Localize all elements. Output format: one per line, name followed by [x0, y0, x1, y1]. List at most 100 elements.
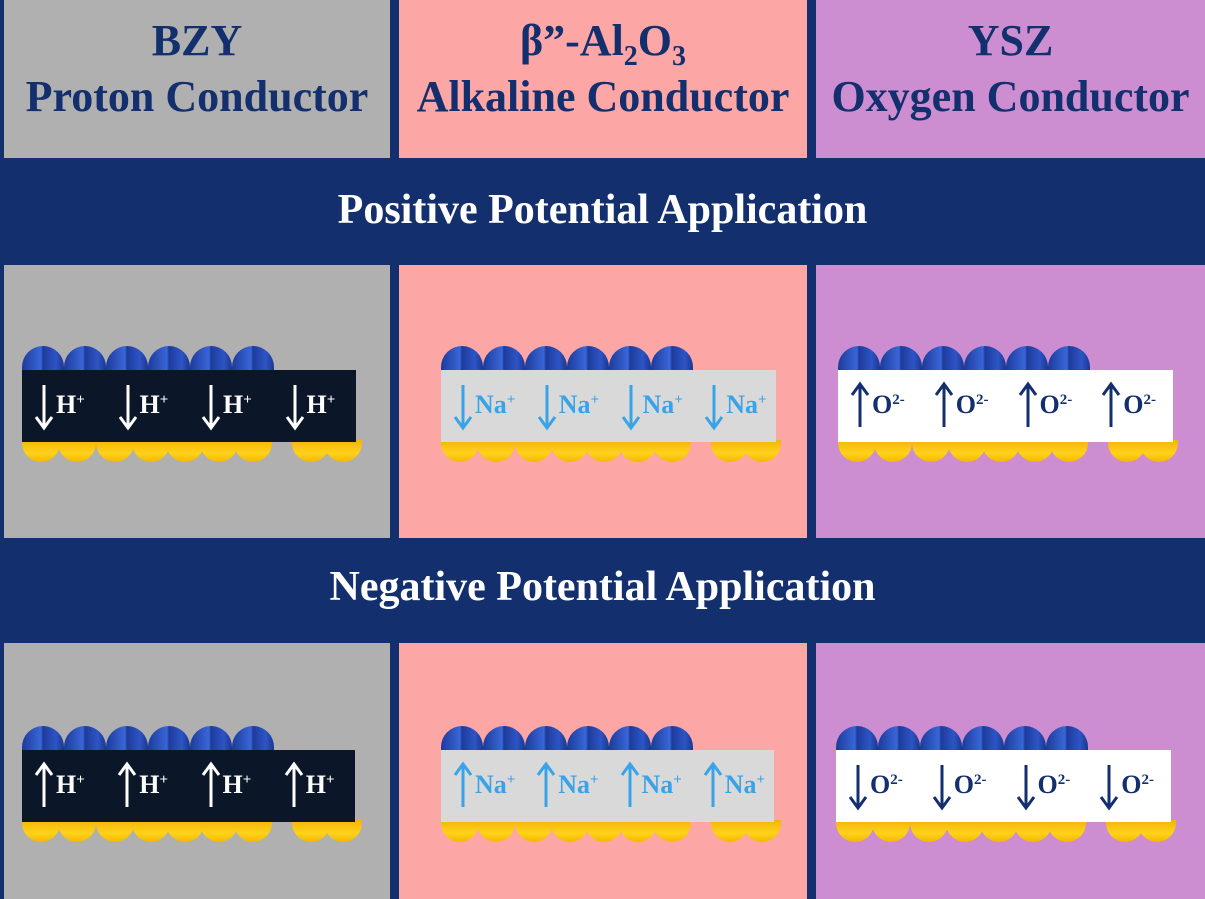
- cathode-particle: [1048, 820, 1086, 842]
- ion-symbol: Na: [475, 770, 507, 799]
- ion-down-arrow: [285, 385, 304, 431]
- ion-symbol: Na: [726, 390, 759, 419]
- ion-label: H+: [223, 770, 252, 800]
- ion-up-arrow: [703, 761, 722, 807]
- ion-up-arrow: [1018, 381, 1037, 427]
- cathode-particle: [1014, 820, 1052, 842]
- ion-symbol: Na: [475, 390, 507, 419]
- ion-symbol: H: [56, 390, 77, 419]
- cathode-particle: [324, 440, 362, 462]
- ion-symbol: H: [305, 770, 326, 799]
- cathode-particle: [292, 820, 330, 842]
- bzy-desc: Proton Conductor: [25, 72, 369, 121]
- positive-band-title: Positive Potential Application: [337, 187, 868, 233]
- ion-label: Na+: [725, 770, 765, 800]
- ion-label: O2-: [1123, 390, 1156, 420]
- cathode-particle: [836, 820, 874, 842]
- alumina-name: β”-Al2O3: [519, 16, 687, 72]
- cathode-particle: [653, 440, 691, 462]
- cathode-particle: [982, 440, 1020, 462]
- ion-label: O2-: [1040, 390, 1073, 420]
- cathode-particle: [872, 820, 910, 842]
- cathode-particle: [1106, 820, 1144, 842]
- cathode-particle: [585, 820, 623, 842]
- cathode-particle: [292, 440, 330, 462]
- ion-symbol: O: [1121, 770, 1142, 799]
- ion-charge: +: [590, 392, 600, 408]
- cathode-particle: [980, 820, 1018, 842]
- cathode-particle: [946, 820, 984, 842]
- negative-bzy-cell: H+H+H+H+: [22, 726, 362, 856]
- cathode-particle: [711, 820, 749, 842]
- cathode-particle: [166, 440, 204, 462]
- ion-symbol: O: [1037, 770, 1058, 799]
- cathode-particle: [874, 440, 912, 462]
- ion-symbol: O: [870, 770, 891, 799]
- ion-up-arrow: [620, 761, 639, 807]
- ion-label: H+: [56, 770, 85, 800]
- ion-symbol: Na: [641, 770, 674, 799]
- ion-label: Na+: [726, 390, 766, 420]
- ion-charge: +: [673, 772, 682, 788]
- cathode-particle: [1138, 820, 1176, 842]
- header-ysz: YSZ Oxygen Conductor: [816, 0, 1205, 158]
- ion-up-arrow: [453, 761, 473, 807]
- ion-charge: +: [590, 772, 599, 788]
- ion-charge: +: [326, 392, 336, 408]
- electrolyte-layer: [441, 370, 776, 442]
- cathode-particle: [441, 820, 479, 842]
- ion-label: H+: [306, 770, 335, 800]
- ion-symbol: Na: [724, 770, 757, 799]
- cathode-particle: [515, 820, 553, 842]
- ion-charge: +: [506, 392, 516, 408]
- ion-charge: 2-: [1141, 772, 1154, 788]
- ion-label: O2-: [872, 390, 905, 420]
- ion-up-arrow: [850, 381, 870, 427]
- ion-up-arrow: [201, 761, 220, 807]
- ion-label: H+: [223, 390, 252, 420]
- cathode-particle: [234, 440, 272, 462]
- ion-down-arrow: [1100, 765, 1119, 811]
- header-alumina: β”-Al2O3 Alkaline Conductor: [399, 0, 807, 158]
- ion-label: Na+: [475, 390, 515, 420]
- cathode-particle: [515, 440, 553, 462]
- ion-label: H+: [140, 390, 169, 420]
- electrolyte-layer: [22, 370, 356, 442]
- ion-up-arrow: [537, 761, 556, 807]
- ion-symbol: O: [1123, 390, 1144, 419]
- positive-ysz-cell: O2-O2-O2-O2-: [838, 346, 1178, 476]
- negative-band-title: Negative Potential Application: [329, 564, 876, 610]
- cathode-particle: [910, 820, 948, 842]
- ion-label: Na+: [475, 770, 515, 800]
- cathode-particle: [743, 820, 781, 842]
- ion-down-arrow: [201, 385, 221, 431]
- ion-up-arrow: [934, 381, 953, 427]
- ysz-desc: Oxygen Conductor: [831, 72, 1190, 121]
- cathode-particle: [1016, 440, 1054, 462]
- ion-charge: 2-: [1059, 392, 1073, 408]
- ion-up-arrow: [1102, 381, 1121, 427]
- ion-label: O2-: [1038, 770, 1071, 800]
- cathode-particle: [96, 440, 134, 462]
- positive-alumina-cell: Na+Na+Na+Na+: [441, 346, 781, 476]
- ion-down-arrow: [537, 385, 556, 431]
- ion-down-arrow: [453, 385, 473, 431]
- cathode-particle: [200, 440, 238, 462]
- ion-label: H+: [56, 390, 85, 420]
- ion-down-arrow: [848, 765, 868, 811]
- bzy-name: BZY: [151, 16, 243, 65]
- cathode-particle: [551, 820, 589, 842]
- cathode-particle: [1140, 440, 1178, 462]
- ion-up-arrow: [118, 761, 137, 807]
- cathode-particle: [477, 820, 515, 842]
- cathode-particle: [324, 820, 362, 842]
- ion-symbol: H: [56, 770, 77, 799]
- ion-charge: 2-: [890, 772, 903, 788]
- cathode-particle: [585, 440, 623, 462]
- negative-alumina-cell: Na+Na+Na+Na+: [441, 726, 781, 856]
- cathode-particle: [948, 440, 986, 462]
- cathode-particle: [1108, 440, 1146, 462]
- cathode-particle: [912, 440, 950, 462]
- ion-down-arrow: [118, 385, 137, 431]
- ion-charge: +: [159, 772, 169, 788]
